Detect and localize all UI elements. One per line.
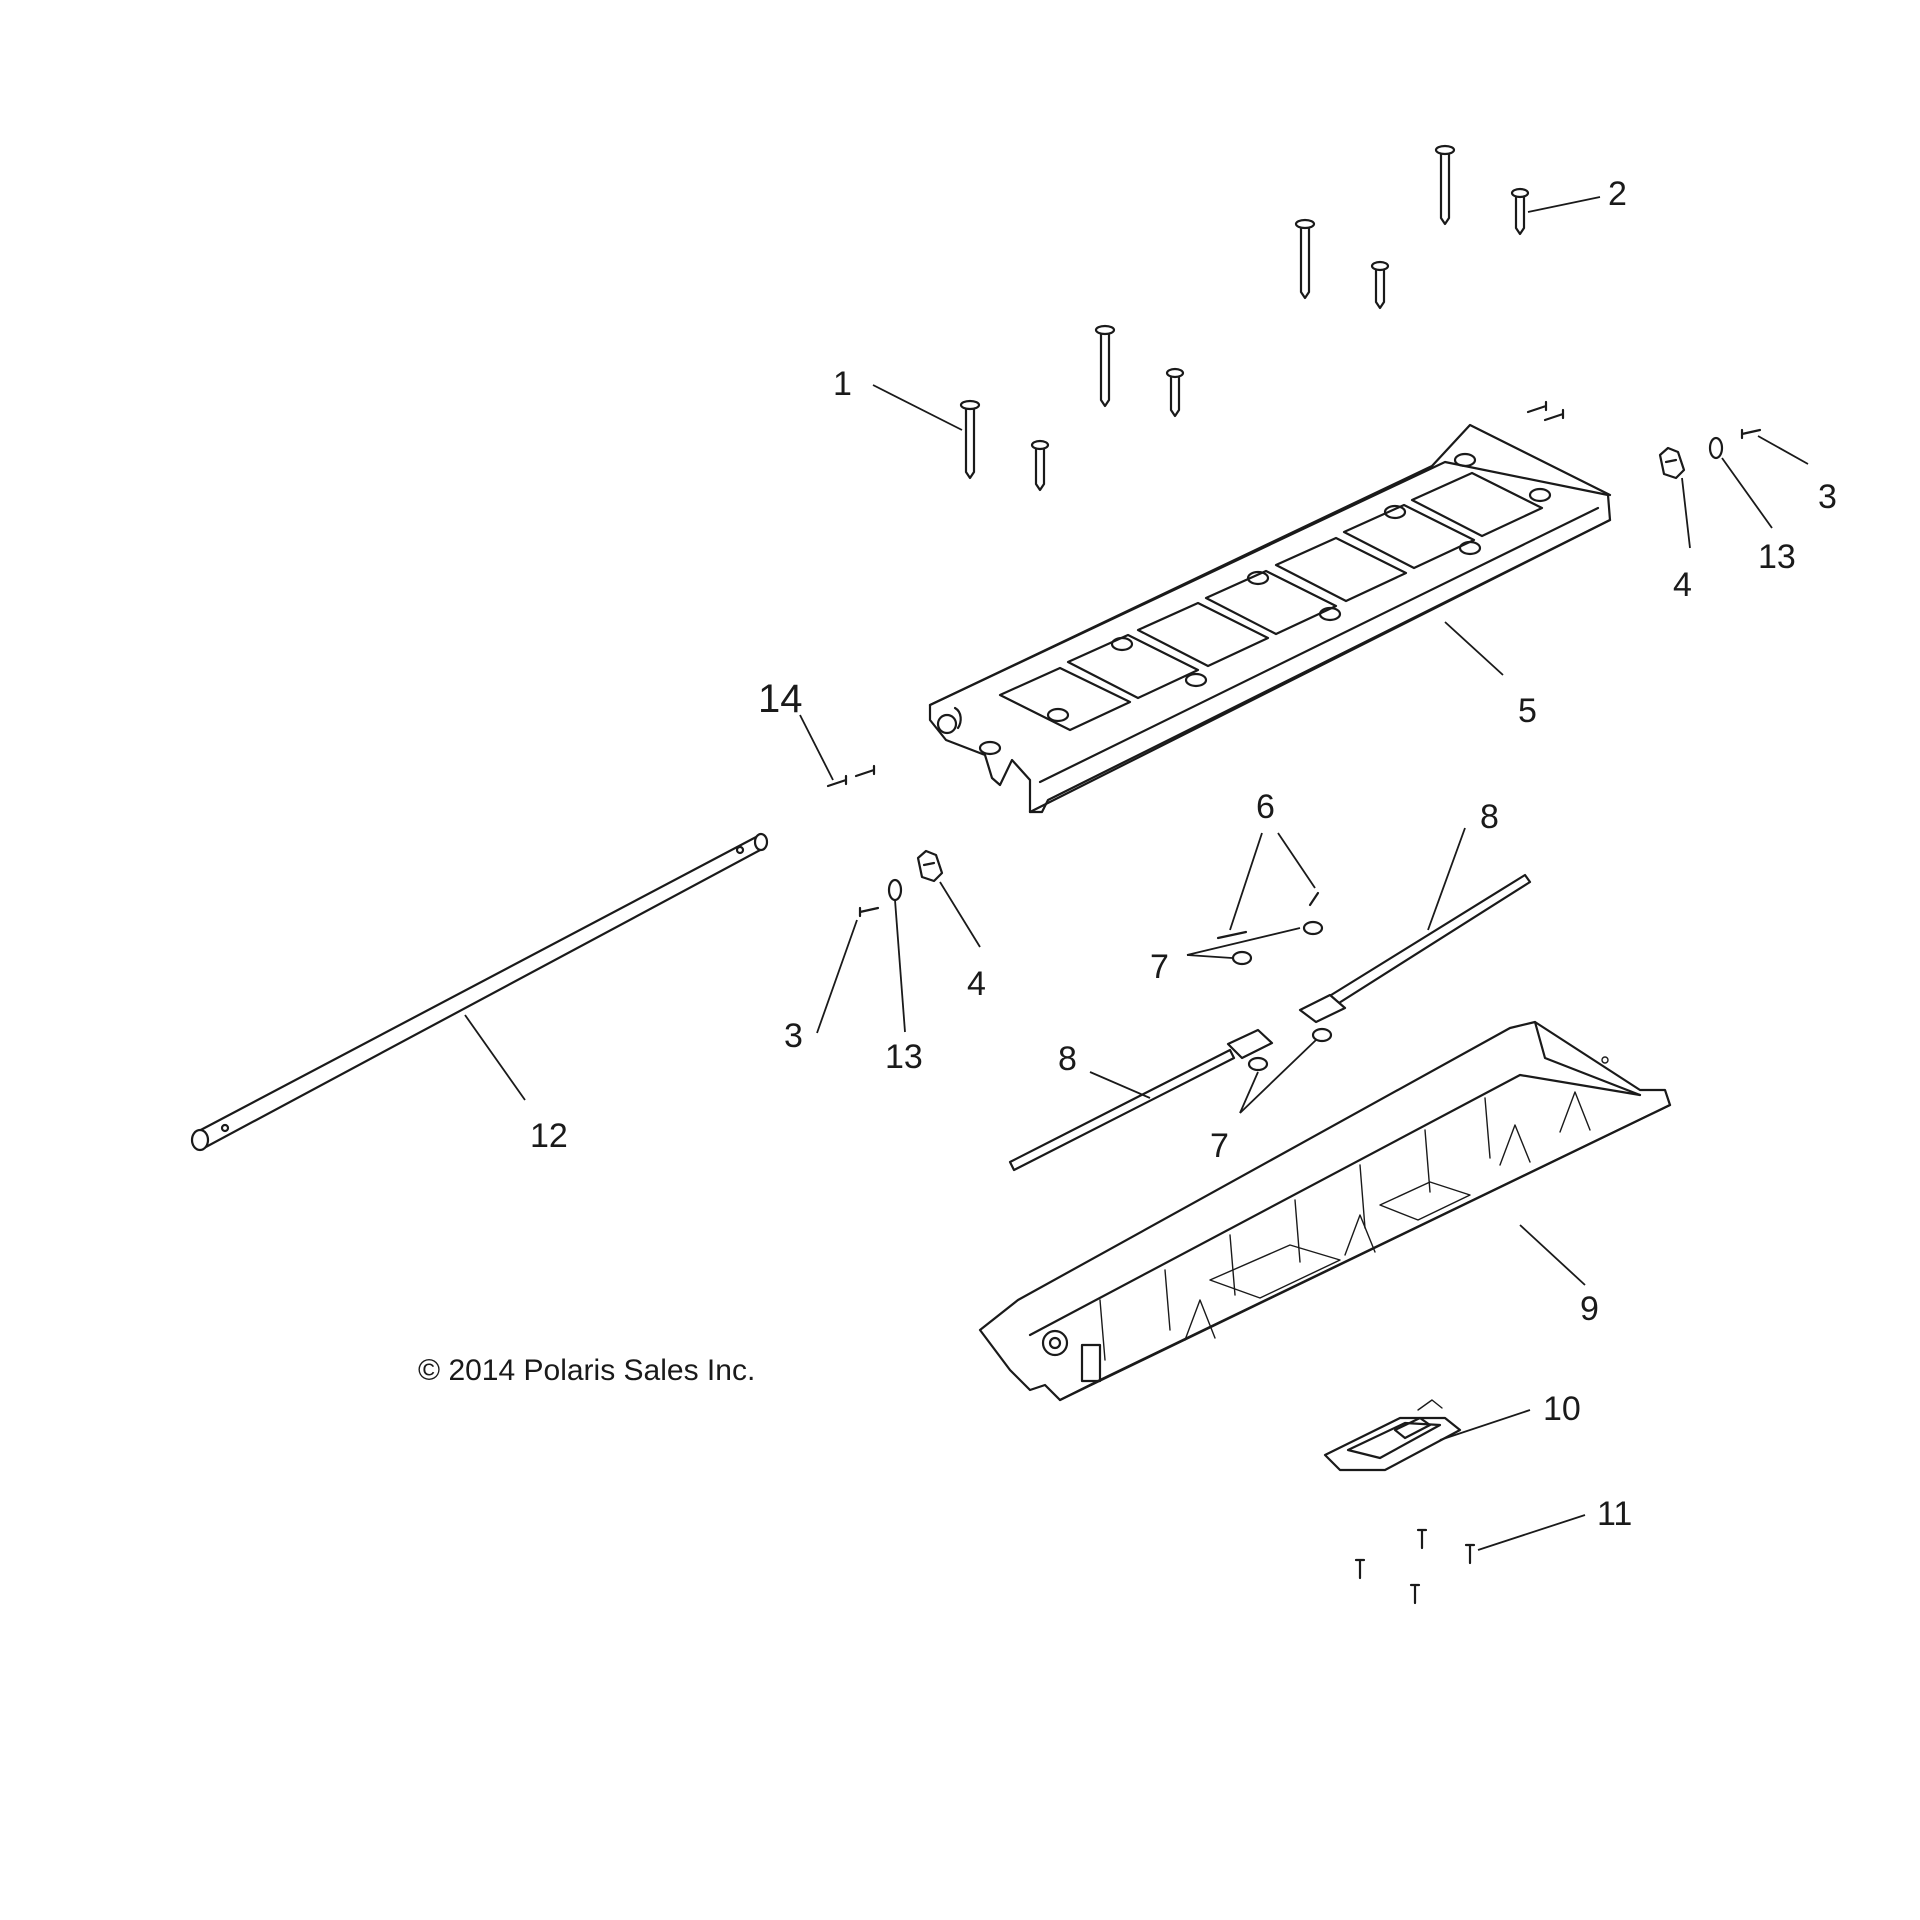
callout-13-right: 13: [1758, 538, 1796, 576]
callout-4-right: 4: [1673, 566, 1692, 604]
left-hardware: [858, 849, 944, 918]
callout-9: 9: [1580, 1290, 1599, 1328]
screw: [1294, 218, 1316, 300]
callout-13-left: 13: [885, 1038, 923, 1076]
callout-4-left: 4: [967, 965, 986, 1003]
rod-lower: [1008, 1028, 1274, 1172]
pin-pair: [1526, 400, 1565, 422]
screw: [1510, 187, 1530, 236]
callout-11: 11: [1597, 1495, 1632, 1533]
seat-cushion-pads: [998, 471, 1544, 732]
callout-2: 2: [1608, 175, 1627, 213]
screw: [959, 399, 981, 480]
screw: [1434, 144, 1456, 226]
callout-5: 5: [1518, 692, 1537, 730]
seat-base: [978, 1020, 1672, 1402]
pin-pair-14: [826, 764, 876, 788]
screw-group-short: [1030, 187, 1530, 492]
callout-8-lower: 8: [1058, 1040, 1077, 1078]
callout-labels: 1 2 3 3 4 4 5 6 7 7 8 8 9 10 11 12 13 13…: [530, 175, 1837, 1533]
screw: [1370, 260, 1390, 310]
leader-lines: [464, 196, 1809, 1551]
callout-7-lower: 7: [1210, 1127, 1229, 1165]
callout-3-right: 3: [1818, 478, 1837, 516]
callout-10: 10: [1543, 1390, 1581, 1428]
right-hardware: [1658, 428, 1762, 480]
washers-7: [1231, 920, 1333, 1072]
screws-11: [1354, 1528, 1476, 1605]
screw-group-long: [959, 144, 1456, 480]
pins-6: [1216, 891, 1320, 940]
screw: [1030, 439, 1050, 492]
callout-6: 6: [1256, 788, 1275, 826]
screw: [1094, 324, 1116, 408]
latch: [1323, 1399, 1462, 1472]
callout-3-left: 3: [784, 1017, 803, 1055]
callout-8-upper: 8: [1480, 798, 1499, 836]
seat-top: [928, 423, 1612, 814]
seat-mount-holes: [978, 452, 1552, 756]
copyright-notice: © 2014 Polaris Sales Inc.: [418, 1354, 755, 1387]
callout-14: 14: [758, 677, 803, 721]
callout-7-upper: 7: [1150, 948, 1169, 986]
screw: [1165, 367, 1185, 418]
callout-12: 12: [530, 1117, 568, 1155]
tube: [190, 832, 769, 1152]
rod-upper: [1298, 873, 1532, 1024]
callout-1: 1: [833, 365, 852, 403]
